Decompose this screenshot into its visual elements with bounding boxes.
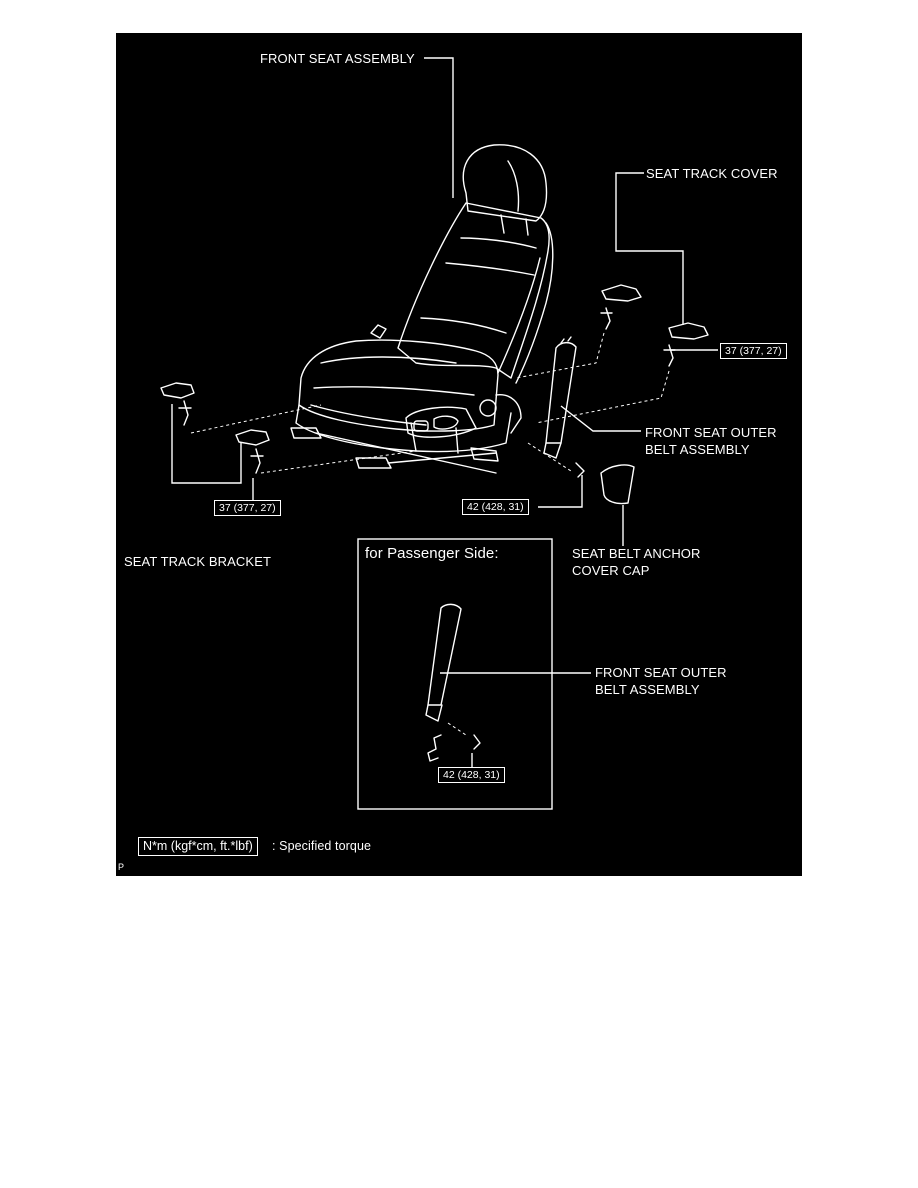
label-seat-track-cover: SEAT TRACK COVER	[646, 166, 778, 181]
torque-track-bracket-bolt: 37 (377, 27)	[214, 500, 281, 516]
passenger-belt-drawing	[425, 603, 481, 762]
leader-lines	[171, 57, 718, 768]
seat-track-cover-parts	[600, 284, 709, 367]
seat-back	[397, 202, 554, 384]
anchor-cover-cap	[600, 464, 635, 505]
torque-passenger-anchor-bolt: 42 (428, 31)	[438, 767, 505, 783]
label-front-seat-outer-belt: FRONT SEAT OUTER BELT ASSEMBLY	[645, 425, 777, 457]
seat-diagram: FRONT SEAT ASSEMBLY SEAT TRACK COVER 37 …	[116, 33, 802, 876]
recline-lever	[370, 324, 387, 339]
side-shield	[405, 394, 522, 438]
label-passenger-side-title: for Passenger Side:	[365, 545, 499, 562]
diagram-drawing	[160, 57, 718, 810]
torque-belt-anchor-bolt: 42 (428, 31)	[462, 499, 529, 515]
label-seat-track-bracket: SEAT TRACK BRACKET	[124, 554, 272, 569]
outer-belt-parts	[543, 336, 585, 478]
legend-unit-box: N*m (kgf*cm, ft.*lbf)	[138, 837, 258, 856]
torque-track-cover-bolt: 37 (377, 27)	[720, 343, 787, 359]
install-lines	[190, 332, 670, 736]
seat-track-bracket-parts	[160, 382, 270, 474]
label-front-seat-assembly: FRONT SEAT ASSEMBLY	[260, 51, 415, 66]
label-seat-belt-anchor-cover-cap: SEAT BELT ANCHOR COVER CAP	[572, 546, 701, 578]
legend-unit-text: : Specified torque	[272, 839, 372, 853]
seat-rails	[290, 427, 499, 474]
footer-code: P	[118, 862, 125, 872]
label-passenger-outer-belt: FRONT SEAT OUTER BELT ASSEMBLY	[595, 665, 727, 697]
passenger-inset-frame	[357, 538, 553, 810]
headrest	[462, 144, 548, 236]
